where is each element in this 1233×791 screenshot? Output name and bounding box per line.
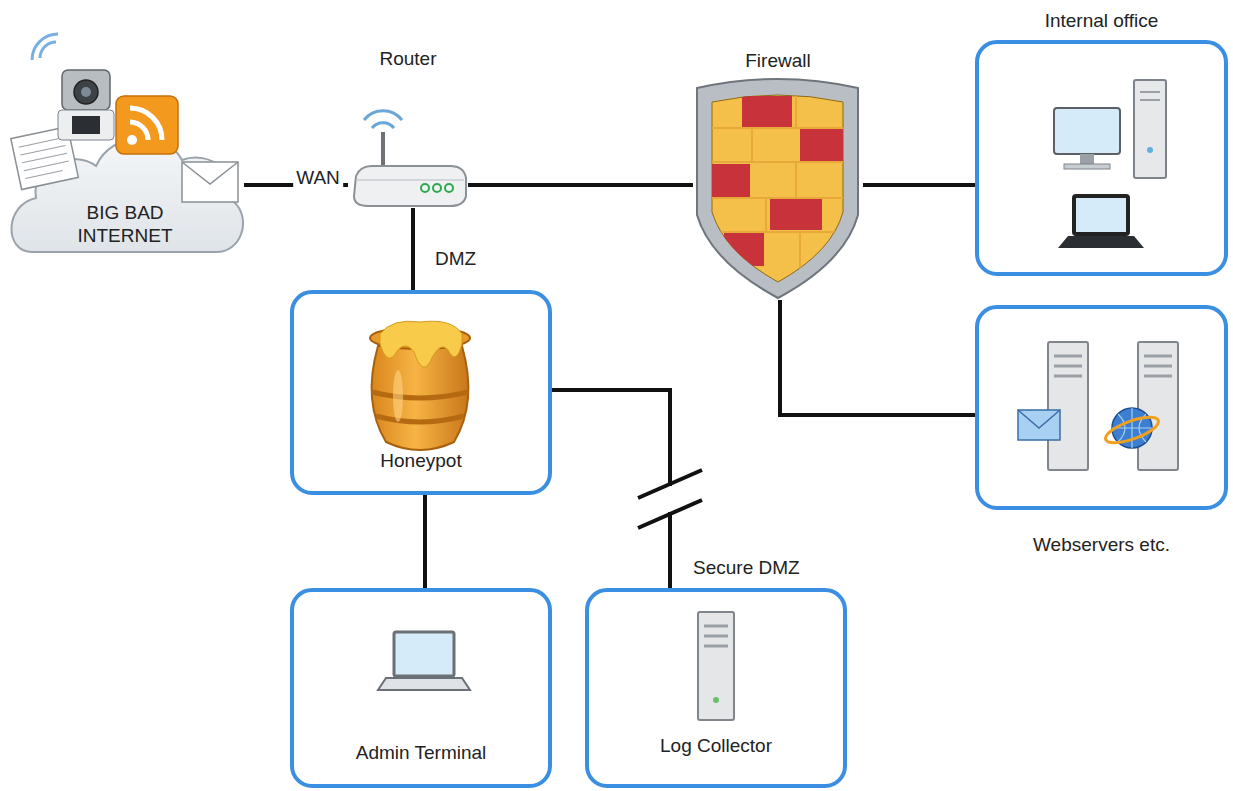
network-link — [863, 183, 975, 187]
node-label: Honeypot — [294, 449, 548, 472]
router-icon — [354, 111, 466, 206]
break-marks — [638, 470, 702, 528]
admin-laptop — [378, 632, 470, 690]
link-label: WAN — [293, 166, 343, 189]
internet-cloud — [11, 34, 243, 252]
network-link — [552, 390, 670, 588]
node-label: Webservers etc. — [979, 533, 1224, 556]
network-link — [468, 183, 693, 187]
node-label: Log Collector — [589, 734, 843, 757]
honeypot-icon — [370, 321, 470, 450]
office-computers — [1054, 80, 1166, 248]
node-label: Admin Terminal — [294, 741, 548, 764]
network-link — [411, 208, 415, 290]
firewall-shield — [697, 79, 860, 298]
cloud-node: BIG BAD INTERNET — [8, 55, 244, 255]
node-label: Internal office — [979, 9, 1224, 32]
office-box: Internal office — [975, 40, 1228, 276]
webserver-box: Webservers etc. — [975, 305, 1228, 510]
webserver-icons — [1018, 342, 1178, 470]
log-server — [698, 612, 734, 720]
router-node: Router — [348, 108, 468, 208]
log-box: Log Collector — [585, 588, 847, 788]
node-label: Router — [348, 47, 468, 70]
link-label: Secure DMZ — [690, 556, 803, 579]
node-label: Firewall — [693, 49, 863, 72]
network-link — [423, 495, 427, 588]
node-label: BIG BAD INTERNET — [50, 201, 200, 247]
link-label: DMZ — [432, 247, 479, 270]
network-link — [780, 300, 975, 415]
firewall-node: Firewall — [693, 82, 863, 300]
admin-box: Admin Terminal — [290, 588, 552, 788]
honeypot-box: Honeypot — [290, 290, 552, 495]
